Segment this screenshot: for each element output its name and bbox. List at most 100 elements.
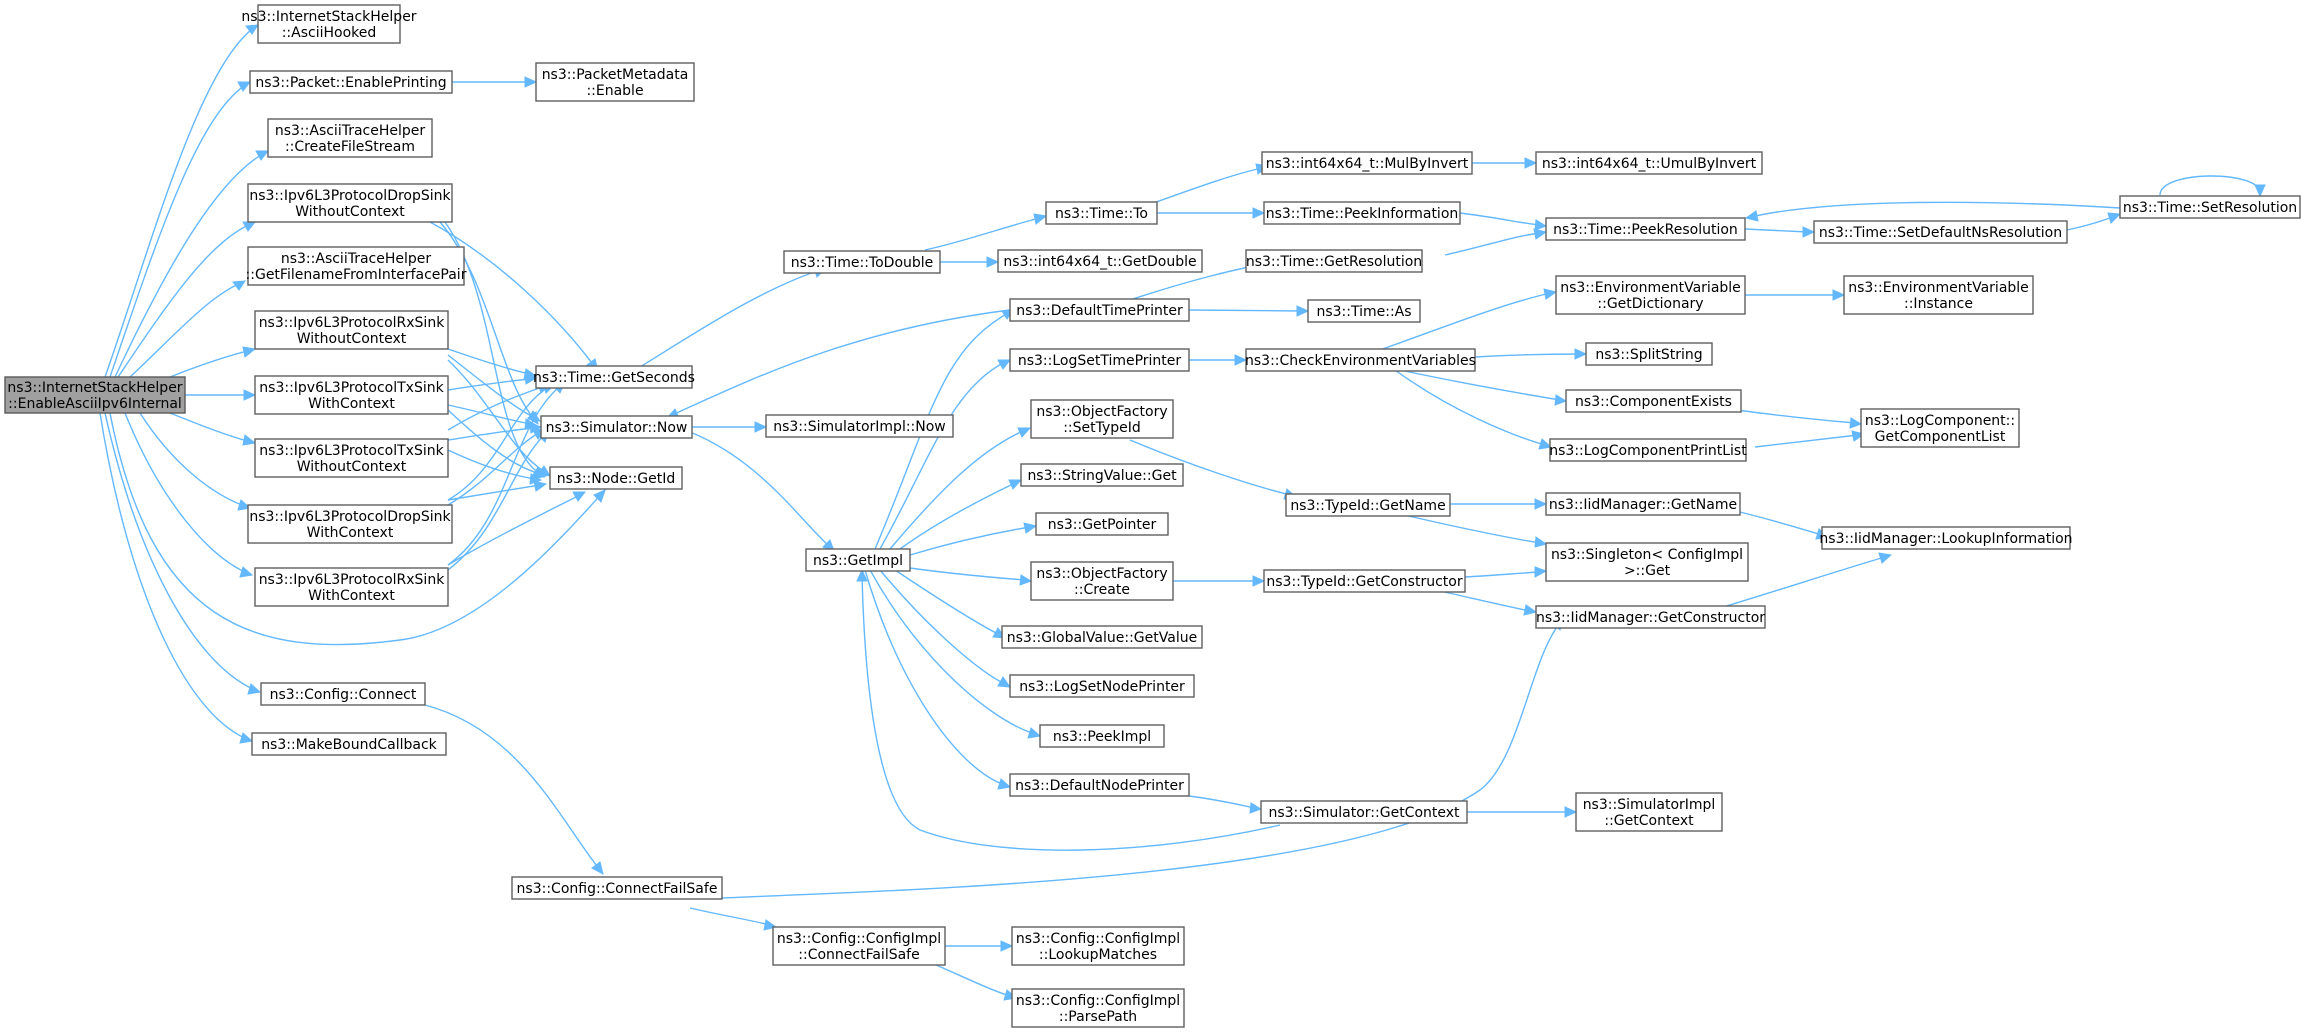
node-label: WithContext <box>307 525 394 541</box>
node-n-dropsink-wo[interactable]: ns3::Ipv6L3ProtocolDropSinkWithoutContex… <box>247 183 453 223</box>
node-label: ns3::SplitString <box>1595 347 1702 363</box>
edge-checkenv-componentexists <box>1399 369 1568 406</box>
node-n-typeid-getconstructor[interactable]: ns3::TypeId::GetConstructor <box>1263 569 1466 593</box>
node-label: ::GetFilenameFromInterfacePair <box>246 267 467 283</box>
node-n-asciihooked[interactable]: ns3::InternetStackHelper::AsciiHooked <box>241 4 417 44</box>
node-n-defaulttimeprinter[interactable]: ns3::DefaultTimePrinter <box>1009 298 1190 322</box>
node-n-logcomponent-getlist[interactable]: ns3::LogComponent::GetComponentList <box>1860 408 2020 448</box>
node-n-logcomponentprintlist[interactable]: ns3::LogComponentPrintList <box>1549 438 1747 462</box>
node-n-int64-umulbyinvert[interactable]: ns3::int64x64_t::UmulByInvert <box>1535 151 1763 175</box>
node-label: ns3::LogComponent:: <box>1865 413 2015 429</box>
node-label: ns3::Config::ConfigImpl <box>1016 931 1180 947</box>
edge-peekres-setdefaultns <box>1744 226 1816 238</box>
node-box <box>1821 526 2071 550</box>
node-label: ::ConnectFailSafe <box>798 947 919 963</box>
node-n-defaultnodeprinter[interactable]: ns3::DefaultNodePrinter <box>1009 773 1190 797</box>
node-n-config-connect[interactable]: ns3::Config::Connect <box>260 682 426 706</box>
node-n-enableprinting[interactable]: ns3::Packet::EnablePrinting <box>249 70 453 94</box>
node-box <box>1020 463 1184 487</box>
edge-checkenv-logcompprintlist <box>1394 369 1553 450</box>
edge-root-rxsink-w <box>124 412 254 578</box>
node-n-peekimpl[interactable]: ns3::PeekImpl <box>1039 724 1165 748</box>
edge-getconstructor-singleton <box>1464 566 1548 578</box>
node-label: WithoutContext <box>295 204 405 220</box>
node-label: ns3::IidManager::LookupInformation <box>1819 531 2072 547</box>
call-nodes: ns3::InternetStackHelper::EnableAsciiIpv… <box>4 4 2301 1028</box>
node-n-cimpl-connectfailsafe[interactable]: ns3::Config::ConfigImpl::ConnectFailSafe <box>772 926 946 966</box>
node-n-splitstring[interactable]: ns3::SplitString <box>1585 342 1713 366</box>
node-n-of-settypeid[interactable]: ns3::ObjectFactory::SetTypeId <box>1030 399 1174 439</box>
node-n-time-getseconds[interactable]: ns3::Time::GetSeconds <box>533 365 695 389</box>
node-n-sim-now[interactable]: ns3::Simulator::Now <box>540 415 693 439</box>
node-n-time-todouble[interactable]: ns3::Time::ToDouble <box>783 250 941 274</box>
node-n-logsetnodeprinter[interactable]: ns3::LogSetNodePrinter <box>1009 674 1195 698</box>
edge-dropsinkw-now <box>447 428 547 506</box>
node-n-globalvalue-getvalue[interactable]: ns3::GlobalValue::GetValue <box>1001 625 1203 649</box>
node-n-time-to[interactable]: ns3::Time::To <box>1045 201 1158 225</box>
node-n-logsettimeprinter[interactable]: ns3::LogSetTimePrinter <box>1009 348 1190 372</box>
edge-getimpl-globalvalue <box>894 569 1007 639</box>
node-label: ::EnableAsciiIpv6Internal <box>8 396 182 412</box>
node-box <box>535 62 695 102</box>
node-n-time-peekresolution[interactable]: ns3::Time::PeekResolution <box>1545 217 1746 241</box>
node-n-iidmanager-getname[interactable]: ns3::IidManager::GetName <box>1545 492 1741 516</box>
node-n-typeid-getname[interactable]: ns3::TypeId::GetName <box>1285 493 1451 517</box>
node-box <box>1261 151 1473 175</box>
node-n-getfilename[interactable]: ns3::AsciiTraceHelper::GetFilenameFromIn… <box>246 246 467 286</box>
node-n-time-getresolution[interactable]: ns3::Time::GetResolution <box>1245 249 1423 273</box>
edge-root-createfilestream <box>114 150 270 378</box>
edge-dnp-getcontext <box>1188 795 1263 814</box>
node-n-time-peekinformation[interactable]: ns3::Time::PeekInformation <box>1263 201 1461 225</box>
node-box <box>1009 674 1195 698</box>
node-label: ns3::LogSetNodePrinter <box>1019 679 1185 695</box>
edge-getconstructor-iidgetconstructor <box>1439 590 1538 616</box>
node-box <box>1263 569 1466 593</box>
node-n-time-as[interactable]: ns3::Time::As <box>1307 299 1421 323</box>
node-n-simimpl-getcontext[interactable]: ns3::SimulatorImpl::GetContext <box>1575 792 1723 832</box>
node-n-node-getid[interactable]: ns3::Node::GetId <box>549 466 683 490</box>
node-label: ns3::DefaultNodePrinter <box>1015 778 1184 794</box>
node-n-sim-getcontext[interactable]: ns3::Simulator::GetContext <box>1260 800 1468 824</box>
node-n-envvar-instance[interactable]: ns3::EnvironmentVariable::Instance <box>1843 275 2034 315</box>
node-box <box>1307 299 1421 323</box>
node-n-of-create[interactable]: ns3::ObjectFactory::Create <box>1030 561 1174 601</box>
node-n-envvar-getdictionary[interactable]: ns3::EnvironmentVariable::GetDictionary <box>1555 275 1746 315</box>
node-box <box>1011 988 1185 1028</box>
node-n-singleton-get[interactable]: ns3::Singleton< ConfigImpl>::Get <box>1545 542 1749 582</box>
edge-getimpl-peekimpl <box>869 569 1042 739</box>
node-n-int64-mulbyinvert[interactable]: ns3::int64x64_t::MulByInvert <box>1261 151 1473 175</box>
node-n-cimpl-parsepath[interactable]: ns3::Config::ConfigImpl::ParsePath <box>1011 988 1185 1028</box>
node-n-getpointer[interactable]: ns3::GetPointer <box>1035 512 1169 536</box>
node-n-pmeta-enable[interactable]: ns3::PacketMetadata::Enable <box>535 62 695 102</box>
node-label: ns3::Ipv6L3ProtocolRxSink <box>259 315 446 331</box>
node-n-int64-getdouble[interactable]: ns3::int64x64_t::GetDouble <box>997 249 1203 273</box>
node-n-cimpl-lookupmatches[interactable]: ns3::Config::ConfigImpl::LookupMatches <box>1011 926 1185 966</box>
node-root[interactable]: ns3::InternetStackHelper::EnableAsciiIpv… <box>4 376 186 414</box>
node-n-makeboundcallback[interactable]: ns3::MakeBoundCallback <box>251 732 447 756</box>
node-n-connectfailsafe[interactable]: ns3::Config::ConnectFailSafe <box>511 876 723 900</box>
edge-setresolution-peekresolution <box>1744 201 2121 222</box>
node-n-iidmanager-getconstructor[interactable]: ns3::IidManager::GetConstructor <box>1535 605 1766 629</box>
node-n-time-setdefaultnsres[interactable]: ns3::Time::SetDefaultNsResolution <box>1813 220 2068 244</box>
node-box <box>4 376 186 414</box>
node-label: ns3::CheckEnvironmentVariables <box>1245 353 1476 369</box>
node-n-checkenvvars[interactable]: ns3::CheckEnvironmentVariables <box>1245 348 1476 372</box>
node-n-createfilestream[interactable]: ns3::AsciiTraceHelper::CreateFileStream <box>267 118 433 158</box>
node-n-time-setresolution[interactable]: ns3::Time::SetResolution <box>2119 195 2301 219</box>
node-n-stringvalue-get[interactable]: ns3::StringValue::Get <box>1020 463 1184 487</box>
node-n-iidmanager-lookupinfo[interactable]: ns3::IidManager::LookupInformation <box>1819 526 2073 550</box>
node-n-getimpl[interactable]: ns3::GetImpl <box>805 548 911 572</box>
node-n-componentexists[interactable]: ns3::ComponentExists <box>1565 389 1742 413</box>
node-box <box>1009 773 1190 797</box>
node-n-simimpl-now[interactable]: ns3::SimulatorImpl::Now <box>765 414 954 438</box>
node-label: ns3::Time::GetResolution <box>1246 254 1422 270</box>
edge-now-defaulttimeprinter <box>665 309 1011 419</box>
node-label: ns3::DefaultTimePrinter <box>1016 303 1183 319</box>
edge-rxsinkw-now <box>447 429 550 571</box>
